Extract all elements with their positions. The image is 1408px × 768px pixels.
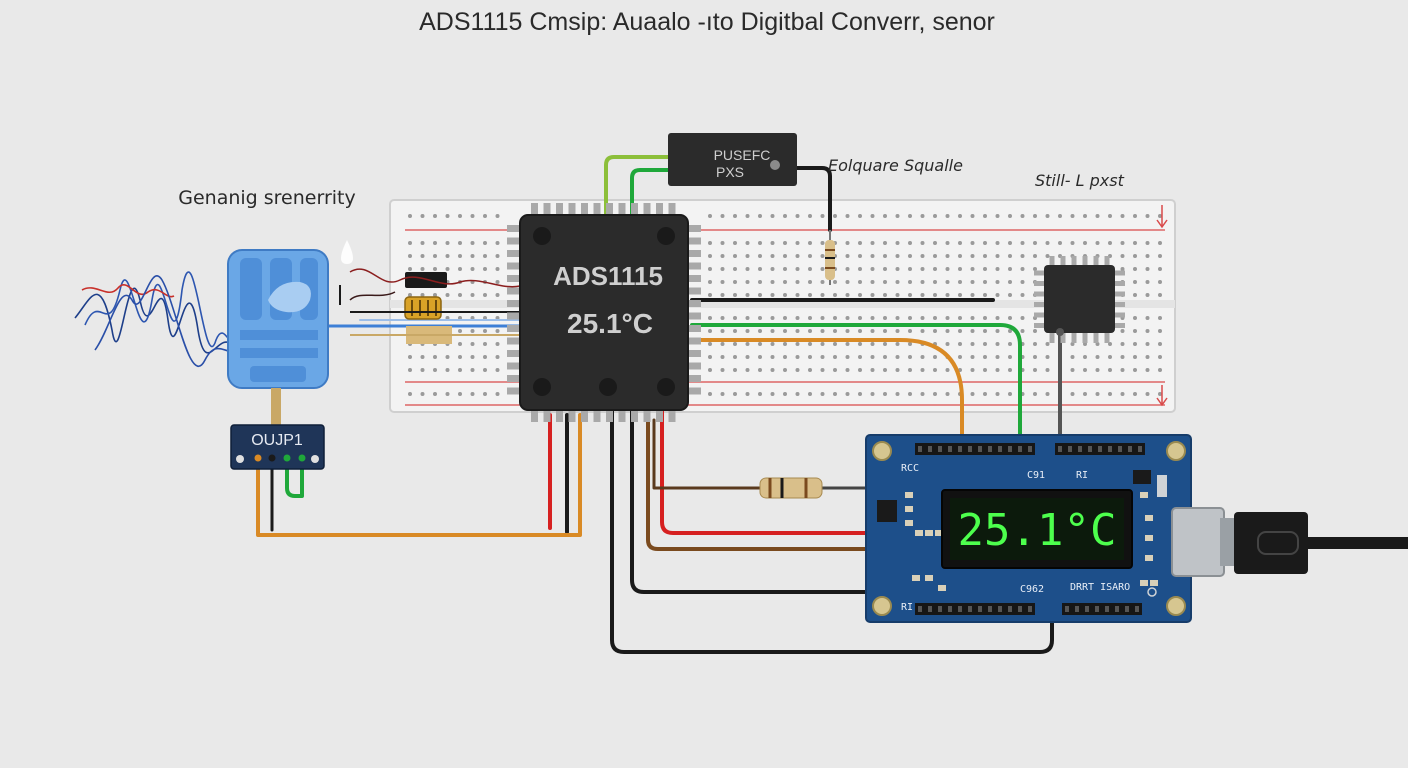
smd-components [877,470,1167,597]
usb-connector [1171,507,1308,577]
wires [256,155,1408,654]
arrow-down-icon [1156,385,1168,407]
microcontroller-board: RCC C91 RI C962 DRRT ISARO RI 25.1°C [865,434,1192,623]
inductor [404,296,442,320]
wire-black [795,166,832,232]
output-module-label: OUJP1 [251,432,303,449]
wire-olive [604,155,674,217]
wire-green [285,453,304,498]
right-chip [1034,256,1125,343]
chip-pins [507,203,701,422]
arrow-down-icon [1156,205,1168,229]
wire-red [660,408,878,535]
top-chip-line1: PUSEFC [714,147,771,163]
wire-black [630,393,878,594]
chip-pins [1034,256,1125,343]
droplet-icon [341,240,353,264]
resistor-horizontal [759,477,823,499]
silk-bottom-mid: C962 [1020,584,1044,595]
passive-components [339,268,521,344]
top-chip-annotation: Eolquare Squalle [828,156,963,175]
silk-bottom-right: DRRT ISARO [1070,582,1130,593]
output-module: OUJP1 [230,424,325,470]
main-chip-reading: 25.1°C [567,308,653,339]
right-annotation: Still- L pxst [1035,171,1125,190]
main-chip-name: ADS1115 [553,261,663,291]
droplet-icon [268,281,311,313]
diode [405,272,447,288]
wire-brown [652,418,762,490]
silk-top-mid: C91 [1027,470,1045,481]
silk-top-right: RI [1076,470,1088,481]
resistor-vertical [825,230,835,285]
pin-headers [915,443,1145,615]
silk-bottom-left: RI [901,602,913,613]
diagram-title: ADS1115 Cmsip: Auaalo -ıto Digitbal Conv… [419,8,995,36]
wire-orange [256,413,582,537]
signal-waveform [74,271,239,368]
top-chip-line2: PXS [716,164,744,180]
top-chip: PUSEFC PXS [668,133,797,186]
wire-orange [690,338,964,452]
lcd-reading: 25.1°C [958,505,1117,556]
main-chip-ads1115: ADS1115 25.1°C [507,203,701,422]
silk-top-left: RCC [901,463,919,474]
wire-black [610,408,1054,654]
sensor-label: Genanig srenerrity [178,187,356,209]
wire-green [690,323,1022,452]
temperature-sensor [227,240,353,426]
wire-brown [646,408,878,551]
breadboard-holes [408,214,1162,396]
wire-green [630,168,674,230]
